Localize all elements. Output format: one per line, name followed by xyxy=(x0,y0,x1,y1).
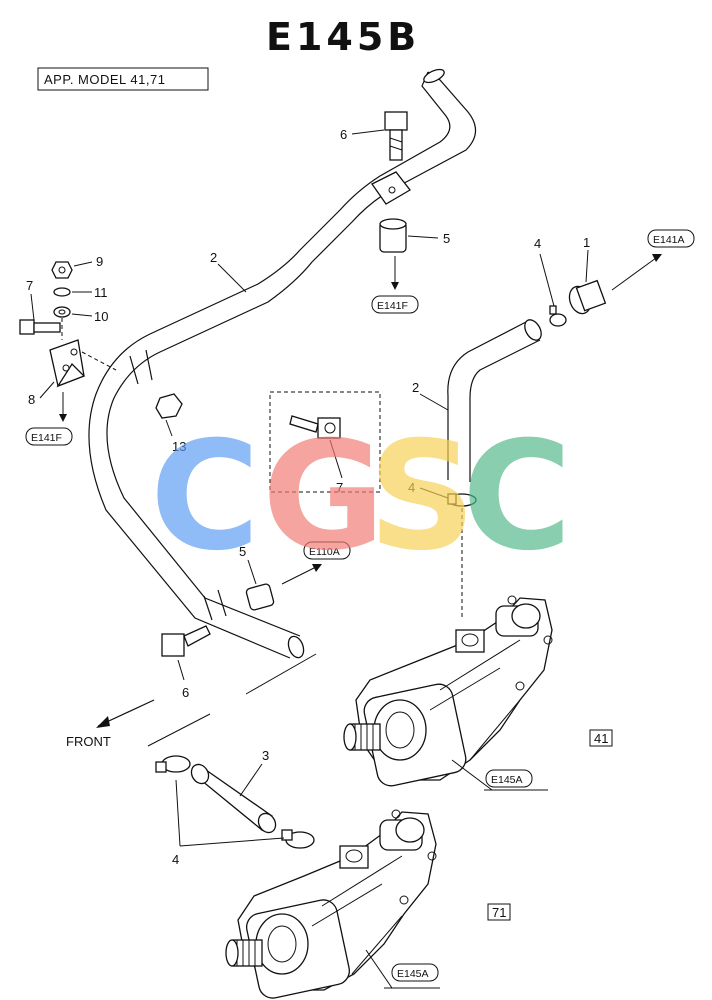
clamp-icon xyxy=(281,829,315,849)
applicable-models-box: APP. MODEL 41,71 xyxy=(37,67,209,91)
label-part-1: 1 xyxy=(583,235,590,250)
pump-icon xyxy=(225,809,437,999)
bracket-icon xyxy=(49,339,86,388)
callout-e141f-top: E141F xyxy=(371,295,419,314)
lock-washer-icon xyxy=(53,287,71,297)
hose-icon xyxy=(447,319,542,482)
watermark: C G S C xyxy=(150,410,572,584)
watermark-letter-1: C xyxy=(150,410,260,584)
collar-icon xyxy=(245,583,275,611)
applicable-models-text: APP. MODEL 41,71 xyxy=(44,72,165,87)
label-part-13: 13 xyxy=(172,439,186,454)
svg-text:41: 41 xyxy=(594,731,608,746)
clamp-icon xyxy=(371,171,411,205)
collar-icon xyxy=(379,218,407,253)
bolt-icon xyxy=(289,415,341,439)
label-part-4-bottom: 4 xyxy=(172,852,179,867)
watermark-letter-4: C xyxy=(462,410,572,584)
nut-icon xyxy=(155,393,183,419)
clamp-band-lower xyxy=(203,595,213,621)
label-part-6-top: 6 xyxy=(340,127,347,142)
svg-text:E141A: E141A xyxy=(653,234,685,246)
model-tag-71: 71 xyxy=(487,903,511,921)
model-tag-41: 41 xyxy=(589,729,613,747)
page-title: E145B xyxy=(266,15,420,59)
callout-e141f-left: E141F xyxy=(25,427,73,446)
fitting-icon xyxy=(568,279,607,315)
bolt-icon xyxy=(161,625,211,657)
clamp-band-lower-2 xyxy=(217,589,227,617)
label-part-9: 9 xyxy=(96,254,103,269)
clamp-icon xyxy=(155,755,191,773)
bolt-icon xyxy=(384,111,408,161)
callout-e145a-lower: E145A xyxy=(391,963,439,982)
label-front: FRONT xyxy=(66,734,111,749)
callout-e110a: E110A xyxy=(303,541,351,560)
pump-icon xyxy=(343,595,553,787)
clamp-band-upper-2 xyxy=(145,349,153,381)
label-part-7-left: 7 xyxy=(26,278,33,293)
label-part-5-mid: 5 xyxy=(239,544,246,559)
label-part-2-right: 2 xyxy=(412,380,419,395)
label-part-3: 3 xyxy=(262,748,269,763)
label-part-10: 10 xyxy=(94,309,108,324)
callout-e145a-upper: E145A xyxy=(485,769,533,788)
label-part-11: 11 xyxy=(94,285,108,300)
watermark-letter-3: S xyxy=(368,410,476,584)
label-part-5-top: 5 xyxy=(443,231,450,246)
clamp-icon xyxy=(447,493,477,507)
hose-icon xyxy=(190,763,277,834)
label-part-4-right: 4 xyxy=(408,480,415,495)
svg-text:E145A: E145A xyxy=(397,968,429,980)
nut-icon xyxy=(51,261,73,279)
label-part-7-box: 7 xyxy=(336,480,343,495)
bolt-icon xyxy=(19,319,61,335)
pipe-icon xyxy=(88,68,477,659)
svg-text:E145A: E145A xyxy=(491,774,523,786)
clamp-band-upper xyxy=(129,355,139,385)
label-part-4-top: 4 xyxy=(534,236,541,251)
washer-icon xyxy=(53,306,71,318)
label-part-6-bottom: 6 xyxy=(182,685,189,700)
svg-text:E141F: E141F xyxy=(31,432,62,444)
svg-text:E141F: E141F xyxy=(377,300,408,312)
svg-text:71: 71 xyxy=(492,905,506,920)
callout-e141a: E141A xyxy=(647,229,695,248)
label-part-8: 8 xyxy=(28,392,35,407)
label-part-2-upper: 2 xyxy=(210,250,217,265)
clamp-icon xyxy=(549,305,567,327)
watermark-letter-2: G xyxy=(262,410,385,584)
svg-text:E110A: E110A xyxy=(309,546,340,558)
